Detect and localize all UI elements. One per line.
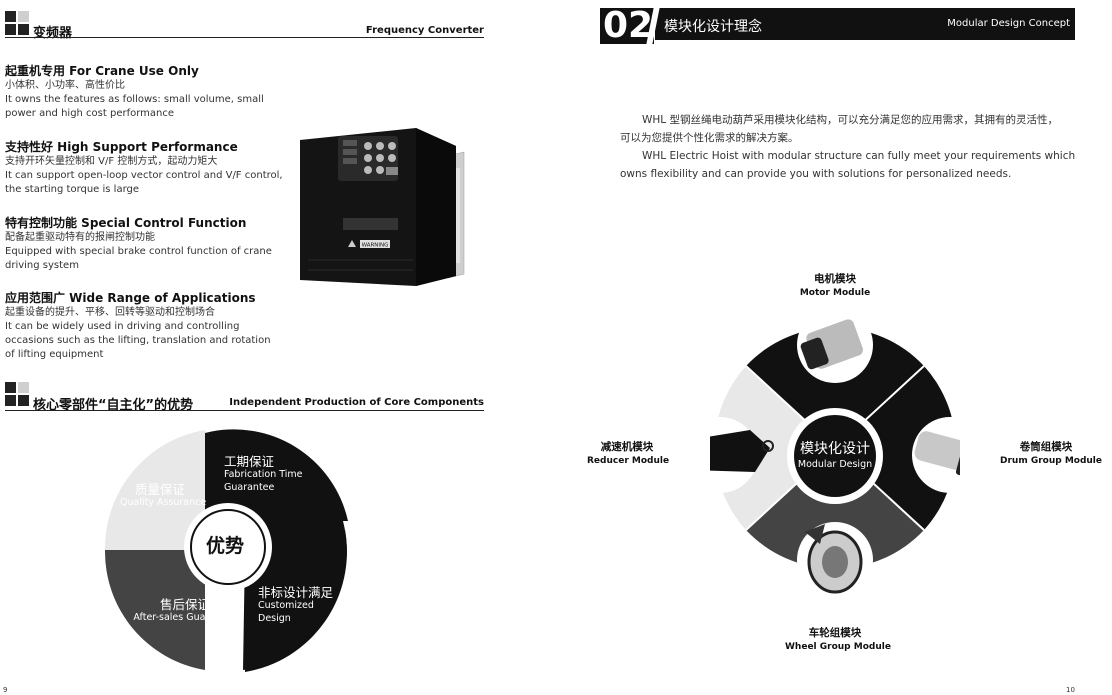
advantage-fabrication: 工期保证 Fabrication Time Guarantee — [224, 454, 303, 493]
feature-desc-zh: 配备起重驱动特有的报闸控制功能 — [5, 232, 155, 243]
intro-en-line2: owns flexibility and can provide you wit… — [620, 168, 1012, 180]
module-label-motor: 电机模块 Motor Module — [799, 273, 871, 298]
modular-wheel — [714, 327, 956, 569]
feature-title: 特有控制功能 Special Control Function — [5, 216, 247, 230]
feature-title: 支持性好 High Support Performance — [5, 140, 238, 154]
quality-sector — [104, 430, 205, 550]
advantage-after-sales: 售后保证 After-sales Guarantee — [133, 597, 237, 623]
page-number: 9 — [3, 686, 8, 694]
feature-desc-en: It can support open-loop vector control … — [5, 170, 283, 195]
module-label-drum: 卷筒组模块 Drum Group Module — [1000, 441, 1102, 466]
after-sales-sector — [104, 550, 205, 670]
section-title-en: Independent Production of Core Component… — [229, 397, 484, 408]
section-title-zh: 变频器 — [33, 26, 73, 41]
modular-center-label: 模块化设计 Modular Design — [797, 441, 873, 470]
frequency-converter-image: WARNING — [300, 128, 465, 286]
advantages-center-label: 优势 — [206, 535, 245, 557]
advantages-diagram — [104, 429, 348, 672]
feature-title: 应用范围广 Wide Range of Applications — [5, 291, 256, 305]
advantage-customized: 非标设计满足 Customized Design — [258, 585, 334, 624]
module-label-wheel: 车轮组模块 Wheel Group Module — [785, 627, 891, 652]
warning-label: WARNING — [362, 243, 389, 249]
header-divider — [5, 37, 484, 38]
feature-desc-en: It can be widely used in driving and con… — [5, 321, 271, 360]
feature-block: 支持性好 High Support Performance 支持开环矢量控制和 … — [5, 140, 290, 197]
header-divider — [5, 410, 484, 411]
advantage-quality: 质量保证 Quality Assurance — [120, 482, 207, 508]
motor-sector — [746, 327, 924, 448]
intro-zh-line2: 可以为您提供个性化需求的解决方案。 — [620, 132, 799, 144]
feature-block: 起重机专用 For Crane Use Only 小体积、小功率、高性价比 It… — [5, 64, 290, 121]
feature-block: 应用范围广 Wide Range of Applications 起重设备的提升… — [5, 291, 290, 362]
modular-design-diagram — [710, 307, 960, 598]
feature-desc-zh: 起重设备的提升、平移、回转等驱动和控制场合 — [5, 307, 215, 318]
section-number-box — [600, 8, 654, 44]
reducer-sector — [714, 366, 835, 530]
title-slash-icon — [646, 6, 660, 46]
feature-desc-en: Equipped with special brake control func… — [5, 246, 272, 271]
module-label-reducer: 减速机模块 Reducer Module — [587, 441, 670, 466]
section-title-zh: 核心零部件“自主化”的优势 — [33, 398, 194, 413]
feature-title: 起重机专用 For Crane Use Only — [5, 64, 199, 78]
wheel-sector — [746, 448, 924, 569]
feature-desc-zh: 支持开环矢量控制和 V/F 控制方式，起动力矩大 — [5, 156, 218, 167]
feature-block: 特有控制功能 Special Control Function 配备起重驱动特有… — [5, 216, 290, 273]
section-title-en: Frequency Converter — [365, 25, 484, 36]
section-title-en: Modular Design Concept — [947, 18, 1070, 29]
intro-en-line1: WHL Electric Hoist with modular structur… — [642, 150, 1076, 162]
page-number: 10 — [1066, 686, 1075, 694]
drum-sector — [835, 366, 956, 530]
feature-desc-zh: 小体积、小功率、高性价比 — [5, 80, 125, 91]
section-number: 02 — [603, 5, 654, 46]
section-title-zh: 模块化设计理念 — [664, 19, 762, 35]
intro-zh-line1: WHL 型钢丝绳电动葫芦采用模块化结构，可以充分满足您的应用需求，其拥有的灵活性… — [642, 114, 1058, 126]
feature-desc-en: It owns the features as follows: small v… — [5, 94, 264, 119]
section-title-bar — [655, 8, 1075, 40]
